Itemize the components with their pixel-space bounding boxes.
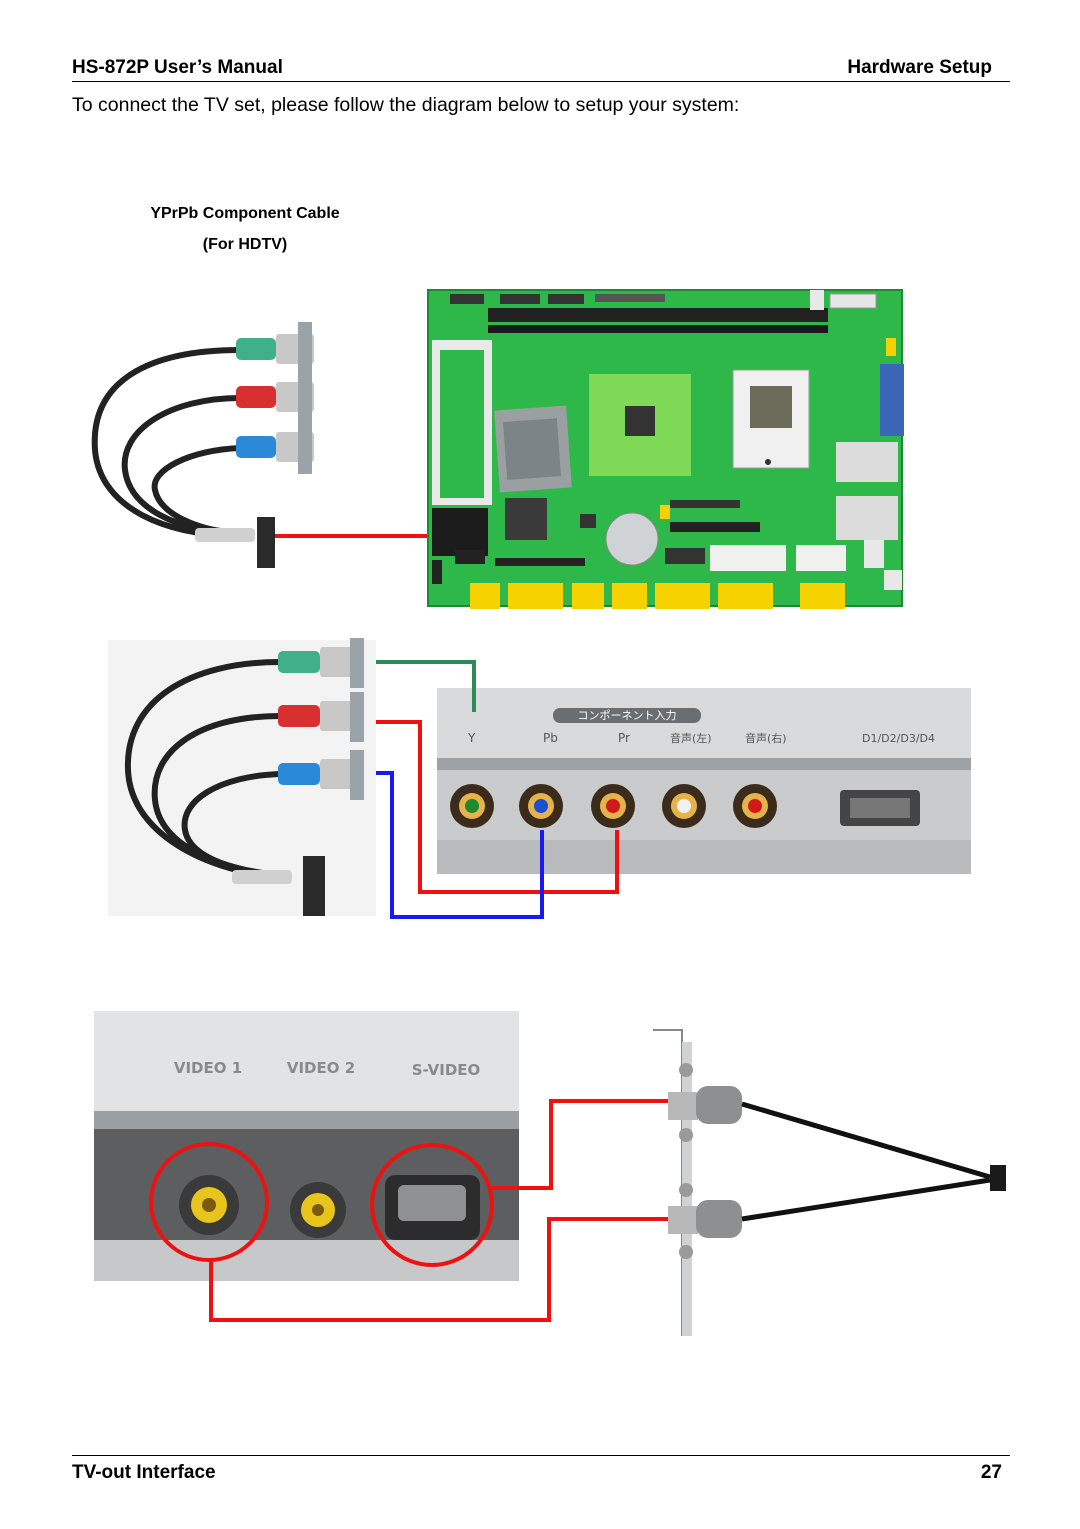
blue-wire-pb: [376, 771, 544, 919]
section-title: Hardware Setup: [847, 57, 992, 78]
page-header: HS-872P User’s Manual Hardware Setup: [72, 57, 1010, 82]
tv-out-bracket: [653, 1029, 1006, 1336]
component-cable-middle: [108, 638, 376, 916]
page-number: 27: [980, 1462, 1002, 1483]
label-pr: Pr: [618, 731, 630, 745]
manual-title: HS-872P User’s Manual: [72, 57, 283, 78]
cable-caption-sub: (For HDTV): [202, 236, 288, 253]
label-d-terminal: D1/D2/D3/D4: [862, 732, 935, 745]
label-audio-right: 音声(右): [745, 731, 787, 745]
intro-text: To connect the TV set, please follow the…: [72, 94, 740, 116]
label-y: Y: [467, 731, 476, 745]
red-wire-pr: [376, 720, 619, 894]
tv-component-panel: コンポーネント入力 Y Pb Pr 音声(左) 音声(右) D1/D2/D3/D…: [437, 688, 971, 874]
green-wire: [376, 660, 476, 712]
footer-section: TV-out Interface: [72, 1462, 216, 1483]
cable-caption: YPrPb Component Cable: [150, 205, 340, 222]
motherboard-image: [427, 289, 904, 609]
label-svideo: S-VIDEO: [412, 1061, 481, 1079]
label-video2: VIDEO 2: [287, 1059, 355, 1077]
red-wire-svideo: [492, 1099, 668, 1190]
page-footer: TV-out Interface 27: [72, 1455, 1010, 1483]
red-wire-composite: [209, 1217, 668, 1322]
label-audio-left: 音声(左): [670, 731, 712, 745]
label-pb: Pb: [543, 731, 558, 745]
component-input-banner: コンポーネント入力: [578, 709, 677, 722]
tv-video-panel: VIDEO 1 VIDEO 2 S-VIDEO: [94, 1011, 519, 1281]
component-cable-top: [91, 322, 314, 568]
label-video1: VIDEO 1: [174, 1059, 242, 1077]
